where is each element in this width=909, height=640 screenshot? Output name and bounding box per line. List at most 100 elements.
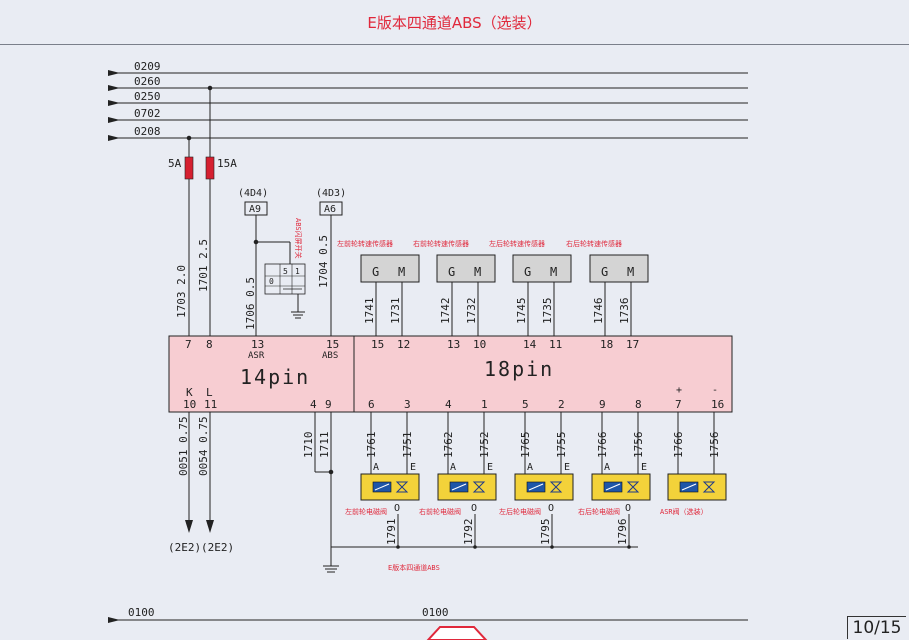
connector-label: A6 xyxy=(324,204,336,215)
pin-label: 15 xyxy=(371,338,384,351)
sensor-label: 右后轮转速传感器 xyxy=(566,239,622,248)
wire-label: 1710 xyxy=(302,432,315,459)
pin-label: 18 xyxy=(600,338,613,351)
pin-label: 7 xyxy=(185,338,192,351)
wire-label: 1761 xyxy=(365,432,378,459)
pin-label: 11 xyxy=(204,398,217,411)
bus-label: 0208 xyxy=(134,125,161,138)
wire-label: 1745 xyxy=(515,298,528,325)
sensor-label: 左前轮转速传感器 xyxy=(337,239,393,248)
pin-label: L xyxy=(206,386,213,399)
sensor-body xyxy=(436,254,496,283)
wire-label: 1731 xyxy=(389,298,402,325)
valve-pin-a: A xyxy=(373,462,379,473)
page-title: E版本四通道ABS（选装） xyxy=(367,14,542,32)
asr-label: ASR xyxy=(248,351,265,361)
pin-label: 4 xyxy=(445,398,452,411)
valve-pin-e: E xyxy=(641,462,647,473)
valve-pin-a: A xyxy=(604,462,610,473)
wire-label: 1741 xyxy=(363,298,376,325)
valve-label: 左后轮电磁阀 xyxy=(499,507,541,516)
pin-label: 8 xyxy=(206,338,213,351)
wire-label: 1765 xyxy=(519,432,532,459)
valve-pin-e: E xyxy=(487,462,493,473)
bus-label: 0209 xyxy=(134,60,161,73)
fuse-label: 15A xyxy=(217,157,237,170)
pin-label: 1 xyxy=(481,398,488,411)
sensor-label: 左后轮转速传感器 xyxy=(489,239,545,248)
wire-label: 1796 xyxy=(616,519,629,546)
pin-label: 12 xyxy=(397,338,410,351)
page-footer-tab xyxy=(426,626,488,640)
wire-label: 1751 xyxy=(401,432,414,459)
sensor-pin-g: G xyxy=(372,265,379,279)
wire-label: 1703 2.0 xyxy=(175,265,188,318)
fuse-15a xyxy=(205,156,215,180)
valve-pin-o: O xyxy=(625,503,631,514)
svg-text:1: 1 xyxy=(295,267,300,276)
valve-pin-o: O xyxy=(394,503,400,514)
pin-label: 13 xyxy=(447,338,460,351)
destination-ref: (2E2) xyxy=(201,541,234,554)
sensor-pin-g: G xyxy=(601,265,608,279)
wheel-speed-sensor: 右后轮转速传感器 G M 1746 1736 18 17 xyxy=(566,239,649,351)
left-connector-name: 14pin xyxy=(240,365,310,389)
pin-label: K xyxy=(186,386,193,399)
connector-ref: (4D4) xyxy=(238,188,268,199)
pin-label: 15 xyxy=(326,338,339,351)
wire-label: 1792 xyxy=(462,519,475,546)
wire-label: 1742 xyxy=(439,298,452,325)
pin-label: 7 xyxy=(675,398,682,411)
sensor-pin-m: M xyxy=(627,265,634,279)
page-header: E版本四通道ABS（选装） xyxy=(0,0,909,45)
switch-label: ABS闪屏开关 xyxy=(294,218,303,259)
sensor-pin-g: G xyxy=(524,265,531,279)
valve-symbol-icon xyxy=(702,481,716,493)
valve-label: 右前轮电磁阀 xyxy=(419,507,461,516)
valve-label: ASR阀（选装） xyxy=(660,507,708,516)
pin-label: 14 xyxy=(523,338,537,351)
pin-label: 6 xyxy=(368,398,375,411)
footer-label: E版本四通道ABS xyxy=(388,563,440,572)
wire-label: 0051 0.75 xyxy=(177,416,190,476)
pin-label: 9 xyxy=(599,398,606,411)
wire-label: 1704 0.5 xyxy=(317,235,330,288)
polarity-plus: + xyxy=(676,385,682,396)
pin-label: 2 xyxy=(558,398,565,411)
wire-label: 1736 xyxy=(618,298,631,325)
valve-symbol-icon xyxy=(626,481,640,493)
valve-pin-e: E xyxy=(564,462,570,473)
bus-label: 0100 xyxy=(128,606,155,619)
sensor-pin-m: M xyxy=(474,265,481,279)
wire-label: 1746 xyxy=(592,298,605,325)
pin-label: 16 xyxy=(711,398,724,411)
pin-label: 3 xyxy=(404,398,411,411)
right-connector-name: 18pin xyxy=(484,357,554,381)
wire-label: 1732 xyxy=(465,298,478,325)
wire-label: 1711 xyxy=(318,432,331,459)
wire-label: 1791 xyxy=(385,519,398,546)
pin-label: 5 xyxy=(522,398,529,411)
connector-ref: (4D3) xyxy=(316,188,346,199)
pin-label: 9 xyxy=(325,398,332,411)
sensor-label: 右前轮转速传感器 xyxy=(413,239,469,248)
bus-label: 0702 xyxy=(134,107,161,120)
pin-label: 17 xyxy=(626,338,639,351)
bus-label: 0250 xyxy=(134,90,161,103)
wire-label: 1706 0.5 xyxy=(244,277,257,330)
pin-label: 10 xyxy=(473,338,486,351)
abs-control-unit xyxy=(168,335,733,413)
valve-pin-a: A xyxy=(527,462,533,473)
abs-label: ABS xyxy=(322,351,338,361)
valve-label: 右后轮电磁阀 xyxy=(578,507,620,516)
pin-label: 10 xyxy=(183,398,196,411)
